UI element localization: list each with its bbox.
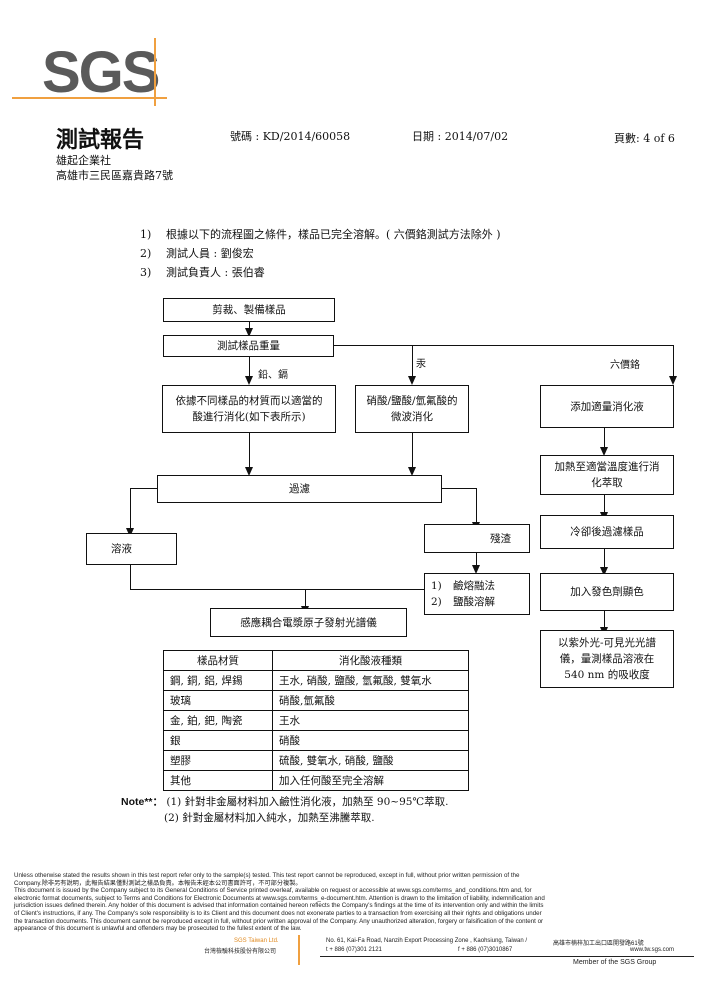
icp-box: 感應耦合電漿原子發射光譜儀 [210, 608, 407, 637]
list-item: 3)測試負責人 : 張伯睿 [140, 266, 265, 279]
report-number: 號碼 : KD/2014/60058 [230, 128, 350, 144]
table-row: 其他加入任何酸至完全溶解 [163, 770, 469, 791]
footer-tel: t + 886 (07)301 2121 [326, 947, 382, 953]
label-chromium: 六價鉻 [610, 360, 640, 371]
footer-underline [320, 956, 694, 957]
logo-vertical-line [154, 38, 156, 106]
footer-fax: f + 886 (07)3010867 [458, 947, 513, 953]
sgs-logo: SGS [42, 40, 160, 105]
cool-filter-box: 冷卻後過濾樣品 [540, 515, 674, 549]
list-item: 2)測試人員 : 劉俊宏 [140, 247, 254, 260]
label-lead-cadmium: 鉛、鎘 [258, 370, 288, 381]
materials-table: 樣品材質 消化酸液種類 鋼, 銅, 鋁, 焊錫王水, 硝酸, 鹽酸, 氫氟酸, … [163, 650, 469, 791]
microwave-digestion-box: 硝酸/鹽酸/氫氟酸的 微波消化 [355, 385, 469, 433]
cut-sample-box: 剪裁、製備樣品 [163, 298, 335, 322]
solution-box: 溶液 [86, 533, 177, 565]
add-digest-box: 添加適量消化液 [540, 385, 674, 428]
footer-company-zh: 台灣檢驗科技股份有限公司 [204, 949, 277, 955]
table-row: 金, 鉑, 鈀, 陶瓷王水 [163, 710, 469, 731]
table-header: 樣品材質 [163, 650, 273, 671]
footer-web: www.tw.sgs.com [630, 947, 675, 953]
alkali-hcl-box: 1)鹼熔融法 2)鹽酸溶解 [424, 573, 530, 615]
page-number-label: 頁數: [614, 132, 640, 145]
note-section: Note**： (1) 針對非金屬材料加入鹼性消化液，加熱至 90~95℃萃取.… [121, 794, 449, 826]
uv-vis-box: 以紫外光-可見光光譜 儀，量測樣品溶液在 540 nm 的吸收度 [540, 630, 674, 688]
table-header: 消化酸液種類 [272, 650, 469, 671]
table-row: 銀硝酸 [163, 730, 469, 751]
report-title: 測試報告 [56, 127, 145, 153]
procedure-list: 1)根據以下的流程圖之條件，樣品已完全溶解。( 六價鉻測試方法除外 ) 2)測試… [140, 225, 501, 282]
weigh-sample-box: 測試樣品重量 [163, 335, 334, 357]
footer-orange-line [298, 935, 300, 965]
list-item: 1)根據以下的流程圖之條件，樣品已完全溶解。( 六價鉻測試方法除外 ) [140, 228, 501, 241]
label-mercury: 汞 [416, 359, 426, 370]
report-date-label: 日期 : [412, 130, 442, 143]
table-row: 鋼, 銅, 鋁, 焊錫王水, 硝酸, 鹽酸, 氫氟酸, 雙氧水 [163, 670, 469, 691]
report-number-label: 號碼 : [230, 130, 260, 143]
note-label: Note**： [121, 796, 164, 808]
residue-box: 殘渣 [424, 524, 530, 553]
footer-company-en: SGS Taiwan Ltd. [234, 938, 279, 944]
report-date: 日期 : 2014/07/02 [412, 128, 508, 144]
footer-member: Member of the SGS Group [573, 959, 657, 966]
table-row: 玻璃硝酸,氫氟酸 [163, 690, 469, 711]
table-header-row: 樣品材質 消化酸液種類 [163, 650, 469, 671]
report-date-value: 2014/07/02 [444, 130, 509, 143]
footer-disclaimer: Unless otherwise stated the results show… [14, 872, 545, 933]
filter-box: 過濾 [157, 475, 442, 503]
logo-horizontal-line [12, 97, 167, 99]
note-item: (1) 針對非金屬材料加入鹼性消化液，加熱至 90~95℃萃取. [166, 796, 449, 808]
report-number-value: KD/2014/60058 [262, 130, 351, 143]
page-number-value: 4 of 6 [643, 132, 675, 145]
color-reagent-box: 加入發色劑顯色 [540, 573, 674, 611]
page-number: 頁數: 4 of 6 [614, 130, 675, 146]
note-item: (2) 針對金屬材料加入純水，加熱至沸騰萃取. [164, 812, 375, 824]
acid-digestion-box: 依據不同樣品的材質而以適當的 酸進行消化(如下表所示) [162, 385, 336, 433]
heat-extract-box: 加熱至適當溫度進行消 化萃取 [540, 455, 674, 495]
company-address: 高雄市三民區嘉貴路7號 [56, 169, 173, 182]
footer-address-en: No. 61, Kai-Fa Road, Nanzih Export Proce… [326, 938, 527, 944]
footer-address-zh: 高雄市楠梓加工出口區開發路61號 [553, 941, 644, 947]
table-row: 塑膠硫酸, 雙氧水, 硝酸, 鹽酸 [163, 750, 469, 771]
company-name: 雄起企業社 [56, 154, 111, 167]
